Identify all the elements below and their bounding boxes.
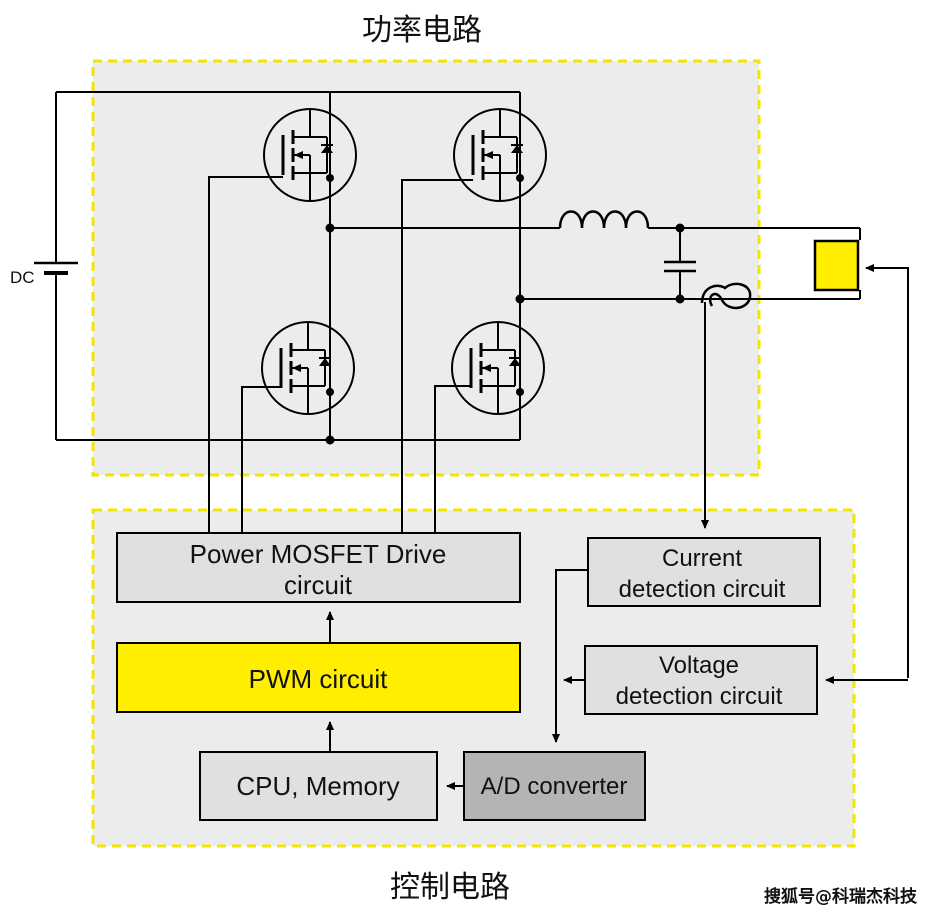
- power-circuit-zone: [91, 59, 761, 477]
- watermark: 搜狐号@科瑞杰科技: [764, 886, 918, 907]
- adc-label: A/D converter: [481, 773, 628, 800]
- junction-dots: [325, 174, 685, 445]
- voltage-feedback-wire: [865, 264, 909, 678]
- inductor-icon: [558, 210, 650, 229]
- dc-label: DC: [10, 268, 35, 287]
- gate-wire-4: [434, 385, 471, 533]
- cpu-memory-label: CPU, Memory: [236, 771, 399, 801]
- arrow-current-to-adc: [552, 569, 588, 743]
- current-detection-block: [587, 537, 821, 607]
- pwm-label: PWM circuit: [249, 664, 388, 694]
- gate-wire-2: [401, 179, 473, 533]
- mosfet-drive-label-line1: Power MOSFET Drive: [190, 539, 447, 569]
- power-circuit-title: 功率电路: [362, 13, 482, 48]
- load-block: [813, 239, 860, 292]
- current-detection-line2: detection circuit: [619, 576, 786, 603]
- cpu-memory-block: [199, 751, 438, 821]
- current-detection-line1: Current: [662, 545, 742, 572]
- pwm-block: [116, 642, 521, 713]
- mosfet-drive-block: [116, 532, 521, 603]
- mosfet-drive-label-line2: circuit: [284, 570, 353, 600]
- voltage-detection-line1: Voltage: [659, 652, 739, 679]
- gate-wire-3: [241, 386, 281, 533]
- current-sensor-coil-icon: [700, 282, 752, 310]
- voltage-detection-line2: detection circuit: [616, 683, 783, 710]
- gate-wire-1: [208, 176, 283, 533]
- control-circuit-title: 控制电路: [390, 870, 510, 905]
